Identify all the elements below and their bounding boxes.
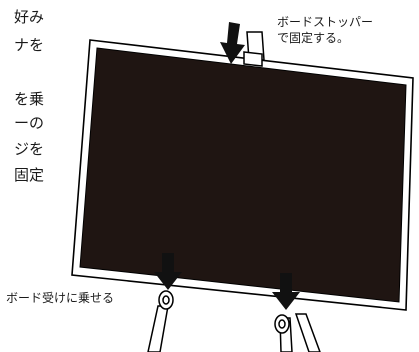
board-stopper-label: ボードストッパー で固定する。: [277, 14, 373, 46]
board-stopper: [243, 51, 263, 67]
easel-legs: [147, 305, 321, 352]
arrow-icons: [154, 22, 300, 310]
blackboard: [71, 39, 414, 311]
board-holder-label: ボード受けに乗せる: [6, 291, 115, 305]
board-holders: [158, 290, 290, 334]
down-arrow-icon: [272, 273, 300, 310]
instruction-line-5: ジを: [13, 140, 44, 158]
down-arrow-icon: [220, 22, 245, 64]
instruction-line-4: ーの: [13, 114, 44, 132]
easel-left-leg: [147, 305, 169, 352]
easel-rear-leg: [294, 313, 321, 352]
board-stopper-label-line-2: で固定する。: [277, 31, 350, 45]
instruction-line-2: ナを: [13, 36, 44, 54]
board-surface: [79, 47, 407, 303]
down-arrow-icon: [154, 253, 182, 290]
instruction-line-1: 好み: [13, 8, 44, 26]
board-stopper-label-line-1: ボードストッパー: [277, 15, 374, 29]
instruction-line-3: を乗: [13, 90, 44, 108]
instruction-line-6: 固定: [13, 166, 44, 184]
